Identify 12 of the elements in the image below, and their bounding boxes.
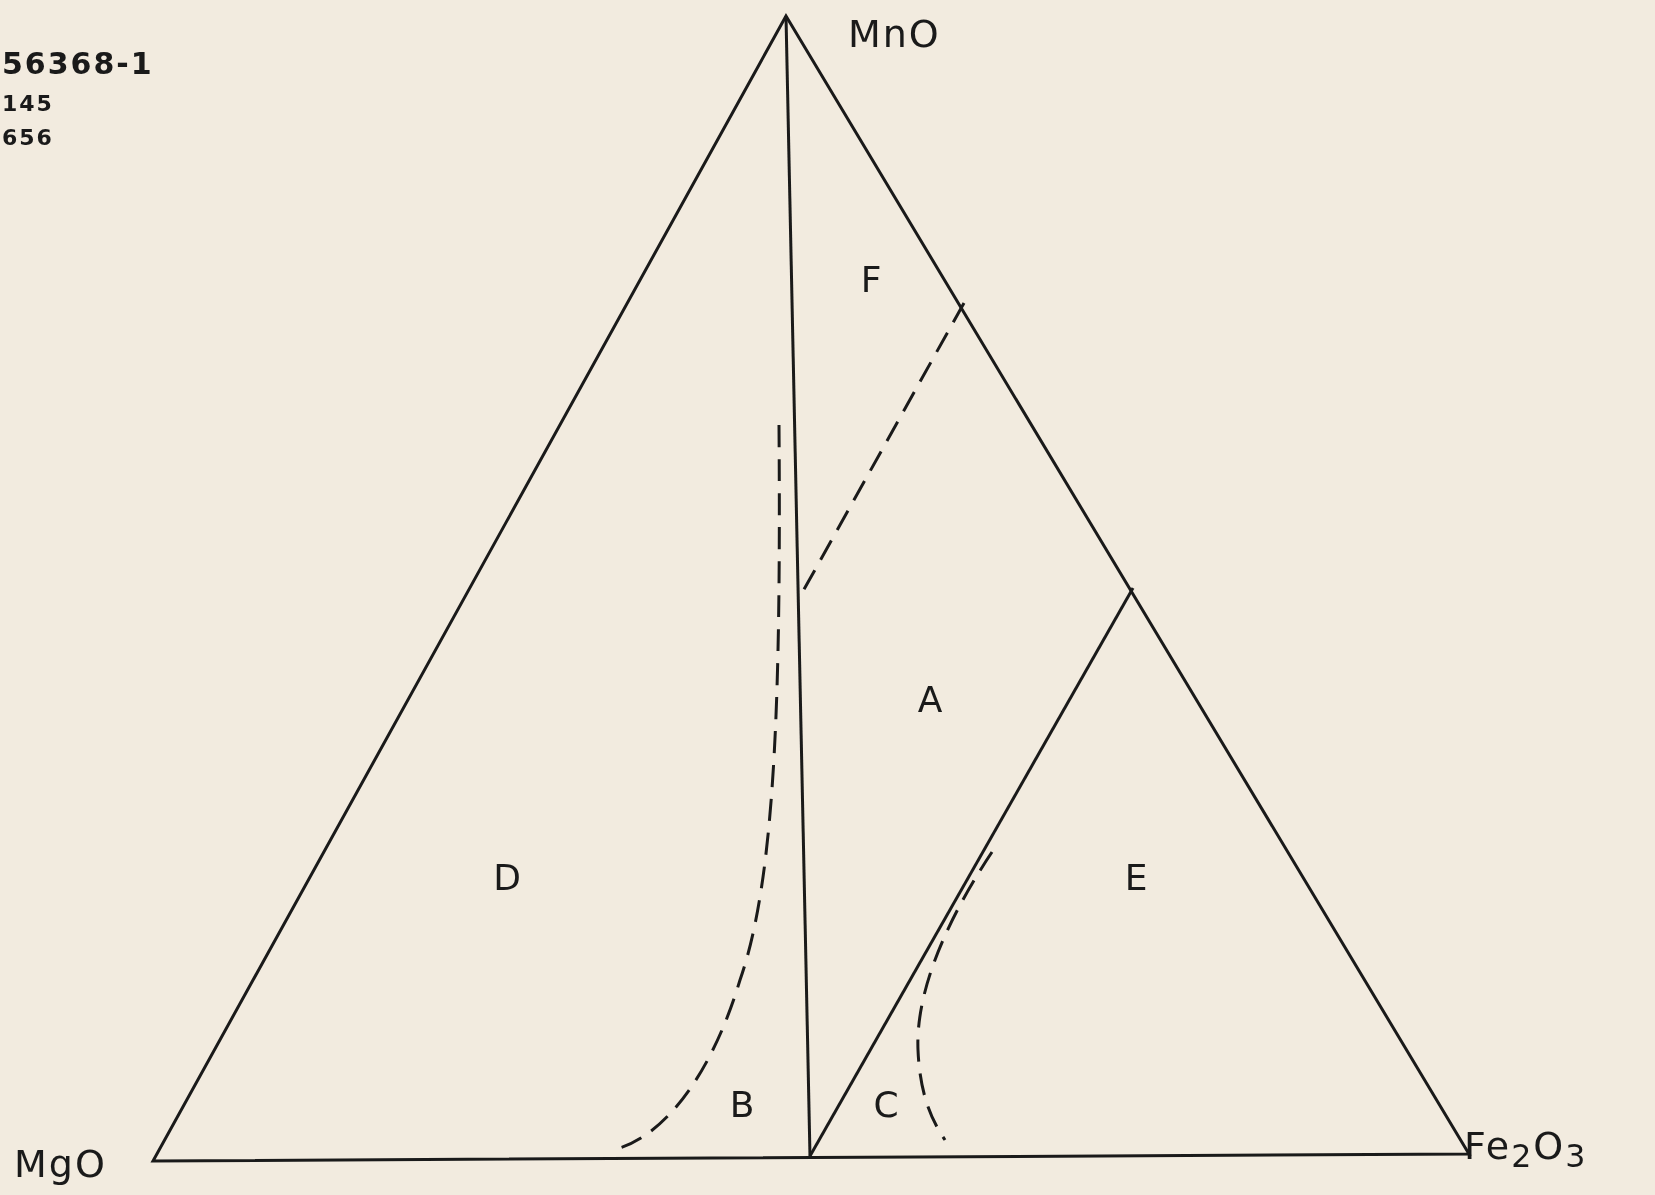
region-label: E [1124,860,1150,896]
figure-code: 656 [2,127,54,149]
vertex-label: MnO [848,15,941,53]
region-label: A [917,682,945,718]
region-label: F [860,262,884,298]
figure-code: 145 [2,93,54,115]
figure-number: 56368-1 [2,49,154,79]
vertex-label: Fe$_{2}$O$_{3}$ [1464,1126,1588,1174]
region-label: D [493,860,523,896]
vertex-label: MgO [14,1145,107,1183]
region-label: C [873,1087,901,1123]
region-label: B [729,1087,757,1123]
